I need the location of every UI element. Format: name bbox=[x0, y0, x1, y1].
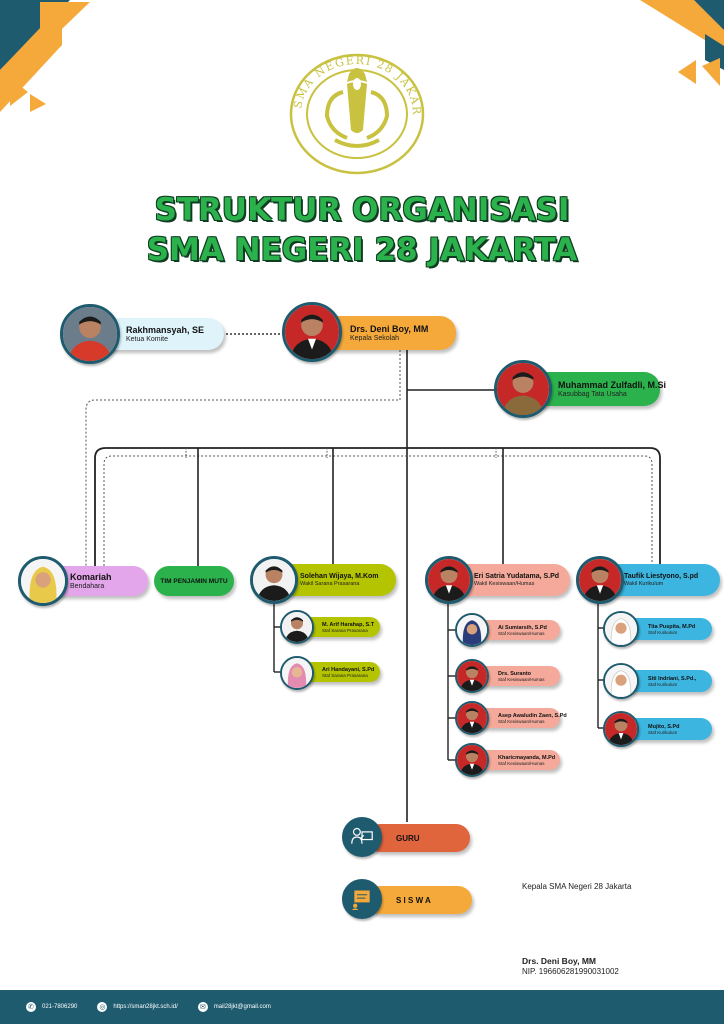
signature-name: Drs. Deni Boy, MM bbox=[522, 956, 596, 966]
node-name: Siti Indriani, S.Pd., bbox=[648, 675, 697, 682]
avatar bbox=[280, 610, 314, 644]
node-name: Eri Satria Yudatama, S.Pd bbox=[474, 573, 560, 580]
footer-website[interactable]: ◎ https://sman28jkt.sch.id/ bbox=[97, 1002, 178, 1012]
node-role: Staf Kurikulum bbox=[648, 681, 678, 687]
avatar bbox=[455, 701, 489, 735]
node-name: Taufik Liestyono, S.pd bbox=[624, 573, 699, 580]
footer-phone[interactable]: ✆ 021-7806290 bbox=[26, 1002, 77, 1012]
footer-email-text: mail28jkt@gmail.com bbox=[213, 1004, 271, 1010]
avatar bbox=[18, 556, 68, 606]
signature-nip: NIP. 196606281990031002 bbox=[522, 967, 619, 976]
node-role: Staf Kurikulum bbox=[648, 629, 678, 635]
node-name: Ai Sumiarsih, S.Pd bbox=[498, 624, 547, 631]
avatar bbox=[60, 304, 120, 364]
globe-icon: ◎ bbox=[97, 1002, 108, 1012]
node-role: Staf Kesiswaan/Humas bbox=[498, 718, 545, 724]
page-title-line-2: SMA NEGERI 28 JAKARTA bbox=[146, 232, 578, 268]
signature-caption: Kepala SMA Negeri 28 Jakarta bbox=[522, 882, 632, 891]
avatar bbox=[425, 556, 473, 604]
node-role: Staf Sarana Prasarana bbox=[322, 627, 368, 633]
node-name: Drs. Deni Boy, MM bbox=[350, 324, 429, 334]
node-role: Wakil Kurikulum bbox=[624, 581, 664, 587]
node-name: Rakhmansyah, SE bbox=[126, 325, 205, 335]
node-name: M. Arif Harahap, S.T bbox=[322, 621, 375, 628]
node-name: Tita Puspita, M.Pd bbox=[648, 623, 696, 630]
node-name: Solehan Wijaya, M.Kom bbox=[300, 573, 379, 580]
node-role: Kepala Sekolah bbox=[350, 335, 400, 342]
footer-website-text: https://sman28jkt.sch.id/ bbox=[113, 1004, 178, 1010]
phone-icon: ✆ bbox=[26, 1002, 36, 1012]
avatar bbox=[455, 659, 489, 693]
footer-phone-text: 021-7806290 bbox=[42, 1004, 78, 1010]
node-name: Asep Awaludin Zaen, S.Pd bbox=[498, 712, 567, 719]
node-name: Muhammad Zulfadli, M.Si bbox=[558, 380, 667, 390]
node-name: Mujito, S.Pd bbox=[648, 723, 680, 730]
node-role: Staf Kurikulum bbox=[648, 729, 678, 735]
node-name: TIM PENJAMIN MUTU bbox=[160, 577, 228, 585]
node-role: Staf Kesiswaan/Humas bbox=[498, 676, 545, 682]
node-role: Wakil Sarana Prasarana bbox=[300, 581, 360, 587]
node-role: Kasubbag Tata Usaha bbox=[558, 391, 627, 398]
mail-icon: ✉ bbox=[197, 1002, 208, 1012]
avatar bbox=[603, 663, 639, 699]
teacher-icon bbox=[342, 817, 382, 857]
avatar bbox=[603, 711, 639, 747]
footer-bar: ✆ 021-7806290 ◎ https://sman28jkt.sch.id… bbox=[0, 990, 724, 1024]
node-name: Drs. Suranto bbox=[498, 670, 532, 677]
node-name: Kharicmayanda, M.Pd bbox=[498, 754, 556, 761]
node-role: Bendahara bbox=[70, 583, 105, 590]
avatar bbox=[494, 360, 552, 418]
node-role: Staf Kesiswaan/Humas bbox=[498, 760, 545, 766]
node-name: Komariah bbox=[70, 572, 112, 582]
node-role: Wakil Kesiswaan/Humas bbox=[474, 581, 535, 587]
node-name: GURU bbox=[396, 833, 420, 843]
avatar bbox=[250, 556, 298, 604]
student-icon bbox=[342, 879, 382, 919]
node-role: Staf Sarana Prasarana bbox=[322, 672, 368, 678]
avatar bbox=[455, 613, 489, 647]
avatar bbox=[280, 656, 314, 690]
node-name: Ari Handayani, S.Pd bbox=[322, 666, 375, 673]
avatar bbox=[576, 556, 624, 604]
avatar bbox=[455, 743, 489, 777]
node-role: Staf Kesiswaan/Humas bbox=[498, 630, 545, 636]
node-name: S I S W A bbox=[396, 895, 431, 905]
avatar bbox=[603, 611, 639, 647]
avatar bbox=[282, 302, 342, 362]
page-title-line-1: STRUKTUR ORGANISASI bbox=[154, 192, 570, 228]
node-role: Ketua Komite bbox=[126, 336, 169, 343]
school-logo: SMA NEGERI 28 JAKARTA bbox=[281, 42, 427, 177]
footer-email[interactable]: ✉ mail28jkt@gmail.com bbox=[197, 1002, 271, 1012]
